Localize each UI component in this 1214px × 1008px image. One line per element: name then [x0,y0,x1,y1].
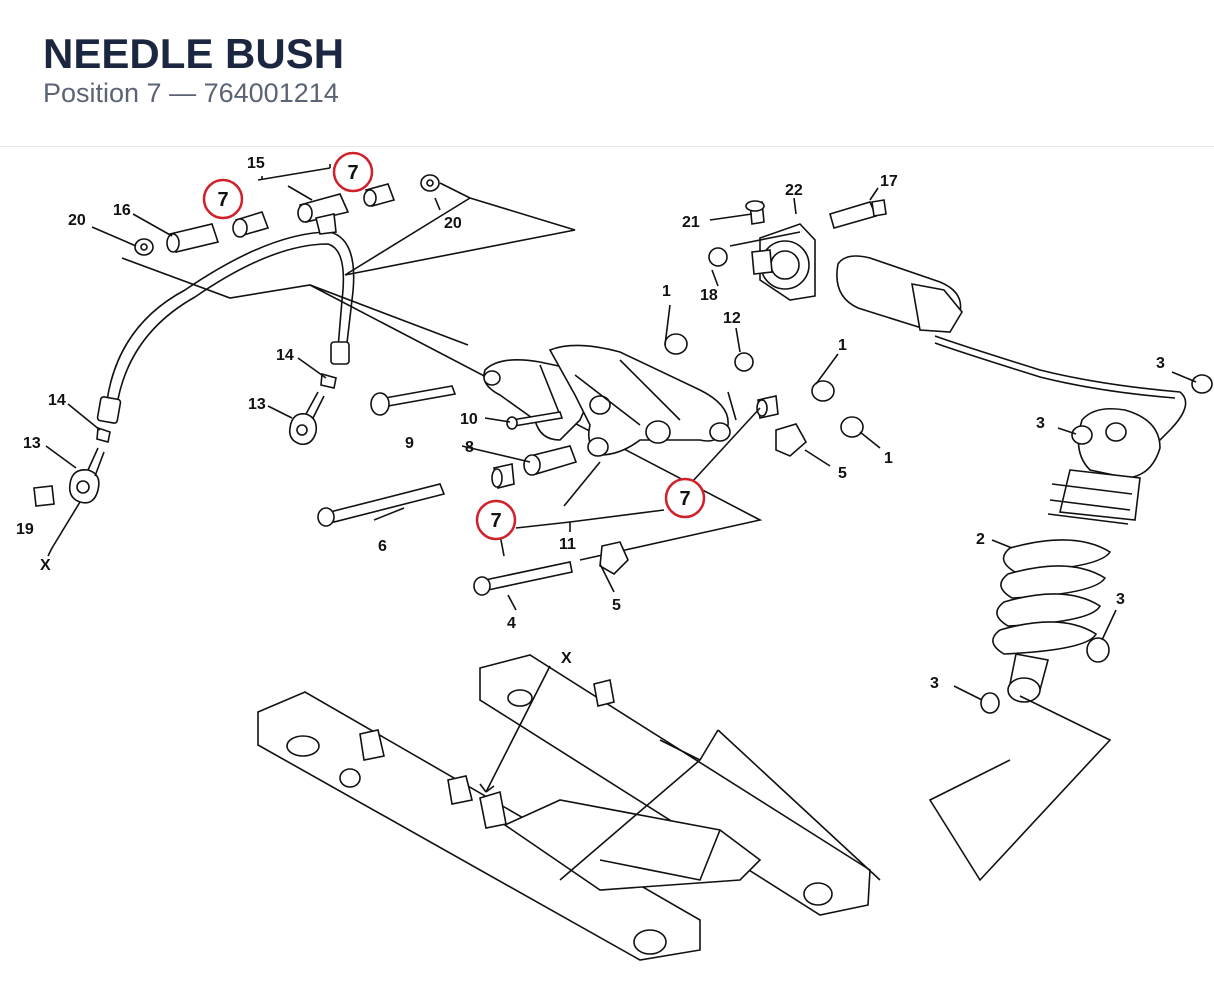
callout-7-left[interactable]: 7 [475,499,517,541]
label-3-upper: 3 [1036,415,1045,432]
rod-end-group [33,357,337,557]
label-1-lower: 1 [884,450,893,467]
label-11: 11 [559,536,576,553]
label-3-lower: 3 [930,675,939,692]
label-12: 12 [723,310,741,327]
diagram-canvas: 15 16 20 20 21 22 17 18 1 12 1 1 14 13 1… [16,151,1213,961]
reservoir-group [708,187,1187,451]
exploded-diagram: 15 16 20 20 21 22 17 18 1 12 1 1 14 13 1… [0,147,1214,1003]
label-14-lower: 14 [48,392,66,409]
callout-7-right[interactable]: 7 [664,477,706,519]
header: NEEDLE BUSH Position 7 — 764001214 [0,0,1214,147]
shock-absorber [928,371,1213,882]
label-6: 6 [378,538,387,555]
svg-text:7: 7 [217,189,228,211]
label-9: 9 [405,435,414,452]
swingarm [257,654,881,961]
label-3-right: 3 [1116,591,1125,608]
separator: — [169,78,197,108]
svg-text:7: 7 [347,162,358,184]
label-21: 21 [682,214,700,231]
label-1-top: 1 [662,283,671,300]
label-4: 4 [507,615,516,632]
label-1-right: 1 [838,337,847,354]
callout-7-top-right[interactable]: 7 [332,151,374,193]
svg-text:7: 7 [490,510,501,532]
part-number: 764001214 [203,78,339,108]
brake-hose-group [91,164,576,424]
position-label: Position 7 [43,78,162,108]
label-13-lower: 13 [23,435,41,452]
label-x-center: X [561,650,572,667]
label-20-right: 20 [444,215,462,232]
label-17: 17 [880,173,898,190]
page-title: NEEDLE BUSH [43,30,345,77]
label-2: 2 [976,531,985,548]
label-5-lower: 5 [612,597,621,614]
rocker-linkage [309,284,881,611]
callout-7-top-left[interactable]: 7 [202,178,244,220]
page-subtitle: Position 7 — 764001214 [43,78,339,109]
label-14-upper: 14 [276,347,294,364]
label-5-right: 5 [838,465,847,482]
label-22: 22 [785,182,803,199]
label-8: 8 [465,439,474,456]
label-3-top: 3 [1156,355,1165,372]
label-15: 15 [247,155,265,172]
label-16: 16 [113,202,131,219]
svg-text:7: 7 [679,488,690,510]
label-13-upper: 13 [248,396,266,413]
label-18: 18 [700,287,718,304]
label-10: 10 [460,411,478,428]
label-20-left: 20 [68,212,86,229]
label-19: 19 [16,521,34,538]
label-x-left: X [40,557,51,574]
